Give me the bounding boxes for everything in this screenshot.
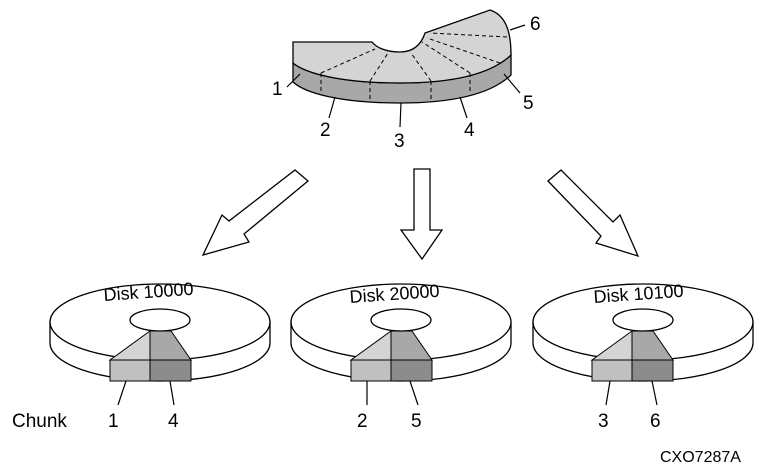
chunk-number: 4 xyxy=(168,411,179,432)
disk-2: Disk 20000 2 5 xyxy=(290,281,512,432)
chunk-leader xyxy=(169,380,175,406)
ring-side-dividers xyxy=(320,73,471,101)
segment-label: 2 xyxy=(320,120,331,141)
segment-label: 6 xyxy=(530,14,541,35)
arrow-center xyxy=(399,168,444,261)
chunk-number: 2 xyxy=(357,411,368,432)
chunk-band-right xyxy=(390,359,433,382)
chunk-number: 3 xyxy=(598,411,609,432)
disk-3: Disk 10100 3 6 xyxy=(532,281,754,432)
disk-hub xyxy=(129,308,191,332)
chunk-number: 5 xyxy=(411,411,422,432)
arrow-right xyxy=(547,169,640,258)
ring-segment-dividers xyxy=(320,32,508,82)
segment-label: 3 xyxy=(394,131,405,152)
segment-label: 4 xyxy=(464,120,475,141)
chunk-row-label: Chunk xyxy=(12,411,67,432)
chunk-band-right xyxy=(631,359,674,382)
chunk-band-right xyxy=(149,359,192,382)
chunk-band-left xyxy=(109,359,151,382)
arrow-left xyxy=(201,169,310,257)
chunk-leader xyxy=(605,380,611,406)
chunk-leader xyxy=(651,380,658,406)
distribution-arrows xyxy=(201,168,640,261)
disk-hub xyxy=(612,308,674,332)
segment-label: 1 xyxy=(272,79,283,100)
figure-code: CXO7287A xyxy=(660,449,741,466)
ring-top-face xyxy=(292,9,512,84)
disk-hub xyxy=(370,308,432,332)
chunk-leader xyxy=(409,380,419,406)
striped-data-ring xyxy=(292,9,512,104)
chunk-band-left xyxy=(591,359,633,382)
chunk-number: 6 xyxy=(650,411,661,432)
chunk-leader xyxy=(117,380,127,406)
segment-labels: 1 2 3 4 5 6 xyxy=(272,14,541,152)
segment-label: 5 xyxy=(523,93,534,114)
chunk-band-left xyxy=(350,359,392,382)
segment-leaders xyxy=(286,24,526,128)
chunk-number: 1 xyxy=(108,411,119,432)
disk-1: Disk 10000 1 4 xyxy=(49,279,271,432)
